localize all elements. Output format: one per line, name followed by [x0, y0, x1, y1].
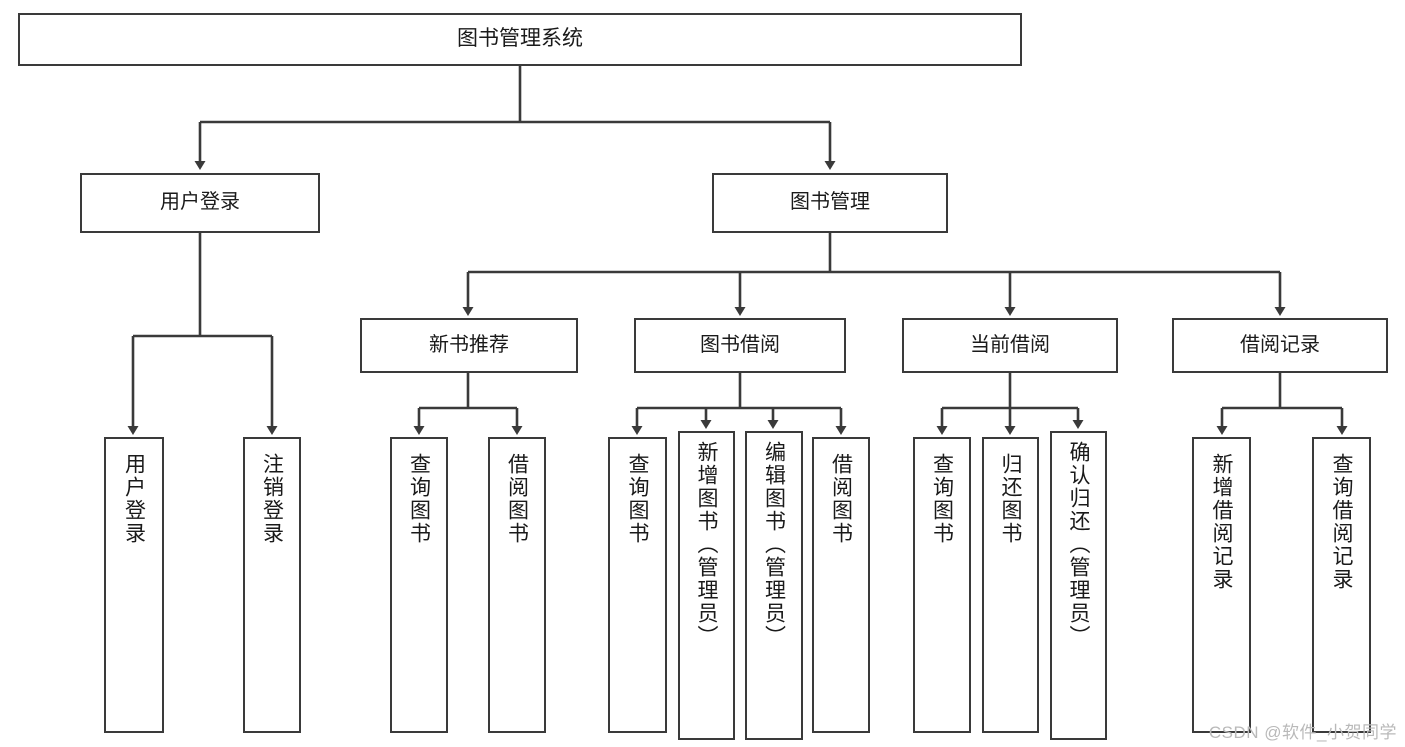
node-label: 查询图书 — [930, 453, 954, 545]
node-label: 新书推荐 — [429, 333, 509, 356]
node-leaf-borrow-book[interactable]: 借阅图书 — [812, 437, 870, 733]
node-leaf-query-book-borrow[interactable]: 查询图书 — [608, 437, 667, 733]
node-leaf-user-login[interactable]: 用户登录 — [104, 437, 164, 733]
node-label: 图书管理系统 — [457, 27, 583, 51]
node-leaf-borrow-book-new[interactable]: 借阅图书 — [488, 437, 546, 733]
node-borrow-record[interactable]: 借阅记录 — [1172, 318, 1388, 373]
node-leaf-logout[interactable]: 注销登录 — [243, 437, 301, 733]
node-book-management[interactable]: 图书管理 — [712, 173, 948, 233]
node-new-book-recommend[interactable]: 新书推荐 — [360, 318, 578, 373]
node-leaf-add-book-admin[interactable]: 新增图书（管理员） — [678, 431, 735, 740]
node-label: 查询图书 — [626, 453, 649, 545]
node-book-borrow[interactable]: 图书借阅 — [634, 318, 846, 373]
node-label: 查询借阅记录 — [1330, 453, 1353, 591]
node-leaf-query-book-new[interactable]: 查询图书 — [390, 437, 448, 733]
node-leaf-edit-book-admin[interactable]: 编辑图书（管理员） — [745, 431, 803, 740]
node-label: 用户登录 — [122, 453, 146, 545]
node-leaf-query-book-current[interactable]: 查询图书 — [913, 437, 971, 733]
node-current-borrow[interactable]: 当前借阅 — [902, 318, 1118, 373]
node-label: 编辑图书（管理员） — [762, 441, 786, 648]
node-label: 图书管理 — [790, 191, 870, 214]
node-label: 新增图书（管理员） — [695, 441, 718, 648]
node-root-system[interactable]: 图书管理系统 — [18, 13, 1022, 66]
node-label: 新增借阅记录 — [1210, 453, 1233, 591]
node-label: 借阅图书 — [505, 453, 529, 545]
node-label: 注销登录 — [260, 453, 284, 545]
node-leaf-query-borrow-record[interactable]: 查询借阅记录 — [1312, 437, 1371, 733]
node-label: 确认归还（管理员） — [1067, 441, 1090, 648]
node-leaf-add-borrow-record[interactable]: 新增借阅记录 — [1192, 437, 1251, 733]
node-label: 图书借阅 — [700, 333, 780, 356]
node-label: 用户登录 — [160, 191, 240, 214]
node-label: 借阅图书 — [829, 453, 853, 545]
node-leaf-return-book[interactable]: 归还图书 — [982, 437, 1039, 733]
node-user-login[interactable]: 用户登录 — [80, 173, 320, 233]
node-leaf-confirm-return-admin[interactable]: 确认归还（管理员） — [1050, 431, 1107, 740]
watermark-text: CSDN @软件_小贺同学 — [1208, 723, 1397, 742]
node-label: 归还图书 — [999, 453, 1022, 545]
node-label: 借阅记录 — [1240, 333, 1320, 356]
node-label: 查询图书 — [407, 453, 431, 545]
node-label: 当前借阅 — [970, 333, 1050, 356]
